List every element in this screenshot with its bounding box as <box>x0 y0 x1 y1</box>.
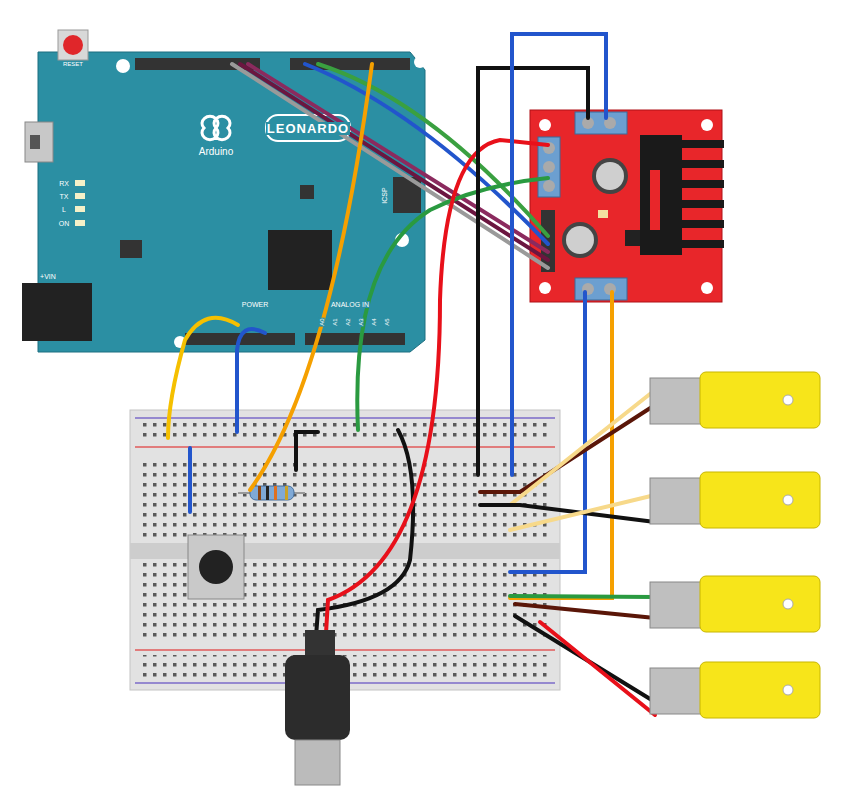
pin-name: A4 <box>371 317 377 326</box>
pin-name: A3 <box>358 317 364 326</box>
header-label: ICSP <box>381 186 388 204</box>
button-label: RESET <box>62 61 84 67</box>
pin-group-label: ANALOG IN <box>330 301 370 308</box>
pin-name: A1 <box>332 317 338 326</box>
pin-name: A2 <box>345 317 351 326</box>
board-name: LEONARDO <box>266 122 350 135</box>
pin-name: A5 <box>384 317 390 326</box>
led-label: TX <box>59 193 70 200</box>
pin-group-label: POWER <box>241 301 269 308</box>
led-label: L <box>61 206 67 213</box>
power-label: +VIN <box>39 273 57 280</box>
led-label: RX <box>58 180 70 187</box>
pin-name: A0 <box>319 317 325 326</box>
led-label: ON <box>58 220 71 227</box>
brand-label: Arduino <box>198 147 234 157</box>
